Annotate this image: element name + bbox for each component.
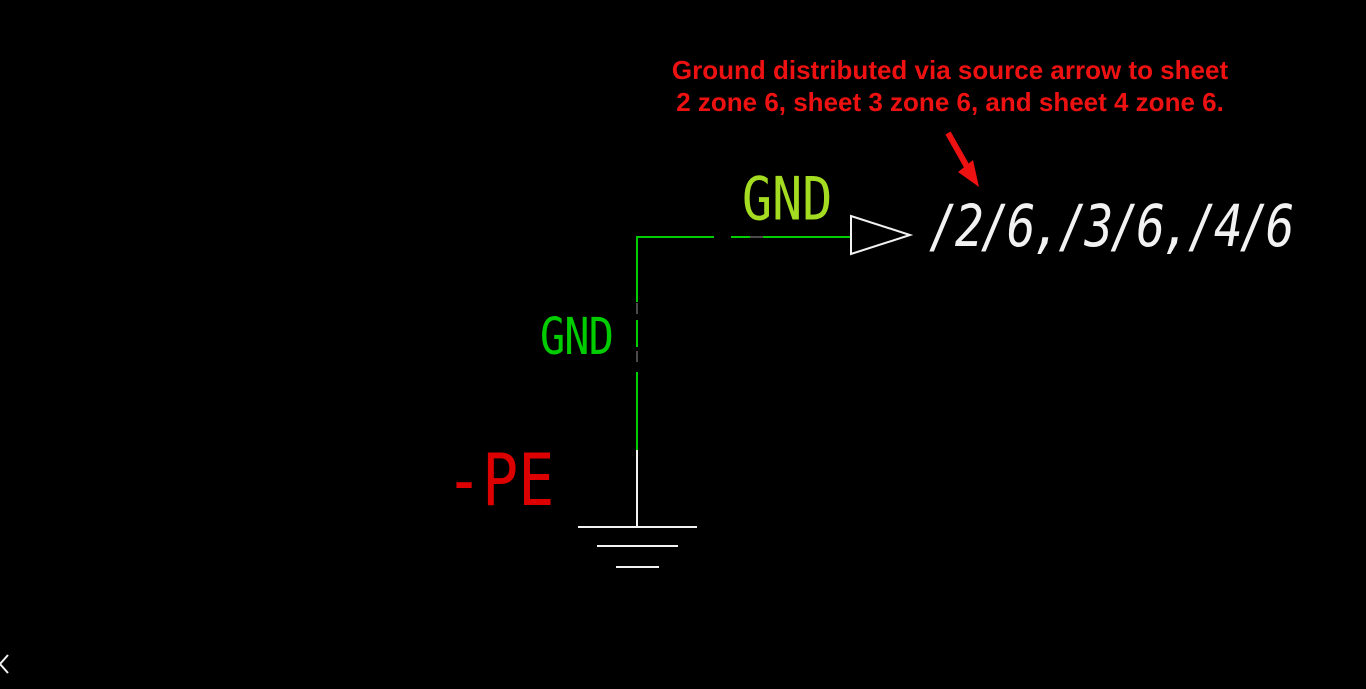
net-label-gnd-left[interactable]: GND	[540, 307, 614, 366]
source-arrow-icon[interactable]	[850, 214, 914, 256]
annotation-line-1: Ground distributed via source arrow to s…	[671, 55, 1229, 85]
pe-terminal-label[interactable]: -PE	[446, 439, 555, 523]
annotation-line-2: 2 zone 6, sheet 3 zone 6, and sheet 4 zo…	[676, 87, 1224, 117]
annotation-arrow-head	[958, 160, 979, 187]
annotation-arrow-icon	[945, 131, 979, 187]
cross-reference-text[interactable]: /2/6,/3/6,/4/6	[929, 193, 1295, 261]
net-label-gnd-top[interactable]: GND	[742, 164, 833, 234]
scroll-left-arrow-icon[interactable]	[0, 654, 9, 674]
annotation-note: Ground distributed via source arrow to s…	[600, 54, 1300, 118]
ground-symbol[interactable]	[578, 450, 697, 568]
